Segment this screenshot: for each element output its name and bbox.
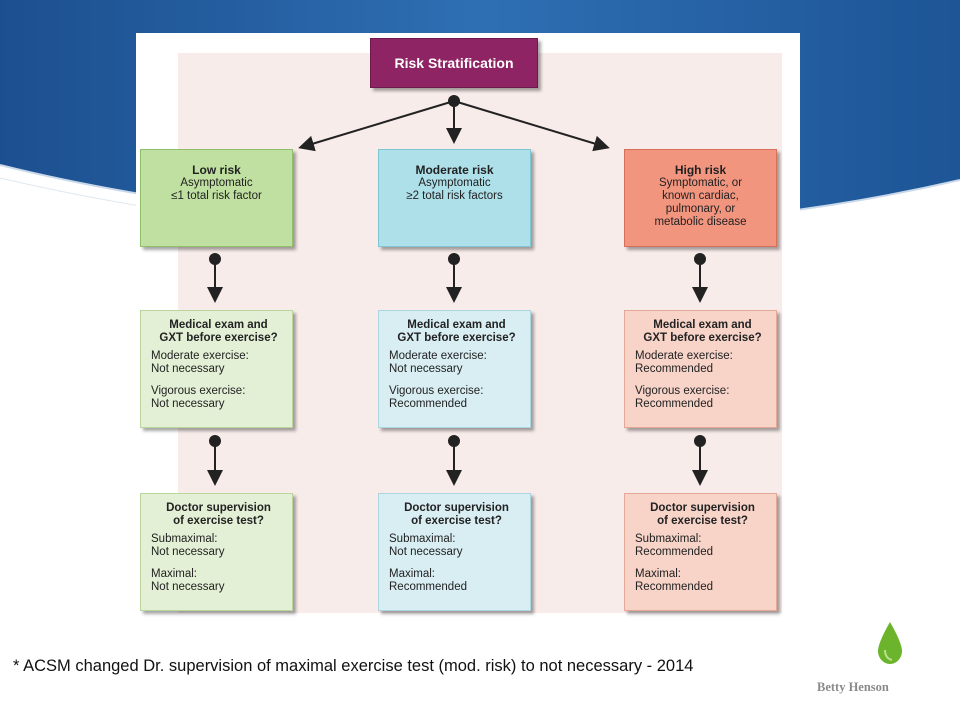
high-risk-exam-box: Medical exam and GXT before exercise? Mo… xyxy=(624,310,777,428)
exam-question-line: Medical exam and xyxy=(653,319,752,331)
spacer xyxy=(389,376,524,385)
exam-value: Recommended xyxy=(635,363,713,375)
exam-value: Not necessary xyxy=(389,363,463,375)
high-risk-supervision-box: Doctor supervision of exercise test? Sub… xyxy=(624,493,777,611)
supervision-value: Not necessary xyxy=(151,546,225,558)
supervision-question-line: Doctor supervision xyxy=(166,502,271,514)
exam-label: Vigorous exercise: xyxy=(635,385,730,397)
low-risk-box: Low risk Asymptomatic ≤1 total risk fact… xyxy=(140,149,293,247)
supervision-value: Recommended xyxy=(389,581,467,593)
exam-label: Vigorous exercise: xyxy=(151,385,246,397)
exam-label: Moderate exercise: xyxy=(151,350,249,362)
supervision-value: Recommended xyxy=(635,546,713,558)
leaf-drop-icon xyxy=(878,622,902,664)
supervision-label: Maximal: xyxy=(635,568,682,580)
spacer xyxy=(389,559,524,568)
supervision-label: Maximal: xyxy=(151,568,198,580)
risk-stratification-title: Risk Stratification xyxy=(370,38,538,88)
supervision-question-line: of exercise test? xyxy=(173,515,264,527)
exam-value: Not necessary xyxy=(151,398,225,410)
moderate-risk-exam-box: Medical exam and GXT before exercise? Mo… xyxy=(378,310,531,428)
low-risk-exam-box: Medical exam and GXT before exercise? Mo… xyxy=(140,310,293,428)
footnote: * ACSM changed Dr. supervision of maxima… xyxy=(13,657,694,675)
exam-value: Recommended xyxy=(635,398,713,410)
low-risk-line: Asymptomatic xyxy=(180,177,253,189)
exam-value: Not necessary xyxy=(151,363,225,375)
low-risk-line: ≤1 total risk factor xyxy=(171,190,262,202)
spacer xyxy=(635,376,770,385)
high-risk-heading: High risk xyxy=(674,163,727,177)
supervision-label: Submaximal: xyxy=(389,533,456,545)
supervision-label: Submaximal: xyxy=(635,533,702,545)
high-risk-box: High risk Symptomatic, or known cardiac,… xyxy=(624,149,777,247)
high-risk-line: known cardiac, xyxy=(662,190,739,202)
supervision-label: Maximal: xyxy=(389,568,436,580)
supervision-value: Recommended xyxy=(635,581,713,593)
moderate-risk-heading: Moderate risk xyxy=(415,163,494,177)
low-risk-heading: Low risk xyxy=(192,163,241,177)
supervision-question: Doctor supervision of exercise test? xyxy=(389,502,524,528)
moderate-risk-box: Moderate risk Asymptomatic ≥2 total risk… xyxy=(378,149,531,247)
high-risk-line: pulmonary, or xyxy=(665,203,736,215)
supervision-question-line: Doctor supervision xyxy=(404,502,509,514)
exam-value: Recommended xyxy=(389,398,467,410)
exam-question: Medical exam and GXT before exercise? xyxy=(635,319,770,345)
exam-question: Medical exam and GXT before exercise? xyxy=(389,319,524,345)
supervision-question: Doctor supervision of exercise test? xyxy=(151,502,286,528)
exam-label: Moderate exercise: xyxy=(389,350,487,362)
moderate-risk-line: ≥2 total risk factors xyxy=(406,190,503,202)
supervision-label: Submaximal: xyxy=(151,533,218,545)
exam-label: Vigorous exercise: xyxy=(389,385,484,397)
low-risk-supervision-box: Doctor supervision of exercise test? Sub… xyxy=(140,493,293,611)
arrow-to-low-risk xyxy=(298,100,455,152)
supervision-value: Not necessary xyxy=(151,581,225,593)
exam-question-line: GXT before exercise? xyxy=(159,332,278,344)
supervision-question-line: of exercise test? xyxy=(411,515,502,527)
high-risk-line: metabolic disease xyxy=(654,216,747,228)
exam-question-line: Medical exam and xyxy=(169,319,268,331)
supervision-question-line: of exercise test? xyxy=(657,515,748,527)
author-credit: Betty Henson xyxy=(817,680,889,694)
arrow-to-high-risk xyxy=(453,100,610,152)
exam-question-line: Medical exam and xyxy=(407,319,506,331)
supervision-value: Not necessary xyxy=(389,546,463,558)
spacer xyxy=(151,559,286,568)
exam-label: Moderate exercise: xyxy=(635,350,733,362)
spacer xyxy=(635,559,770,568)
moderate-risk-supervision-box: Doctor supervision of exercise test? Sub… xyxy=(378,493,531,611)
moderate-risk-line: Asymptomatic xyxy=(418,177,491,189)
exam-question-line: GXT before exercise? xyxy=(397,332,516,344)
supervision-question: Doctor supervision of exercise test? xyxy=(635,502,770,528)
supervision-question-line: Doctor supervision xyxy=(650,502,755,514)
exam-question: Medical exam and GXT before exercise? xyxy=(151,319,286,345)
exam-question-line: GXT before exercise? xyxy=(643,332,762,344)
high-risk-line: Symptomatic, or xyxy=(658,177,743,189)
spacer xyxy=(151,376,286,385)
